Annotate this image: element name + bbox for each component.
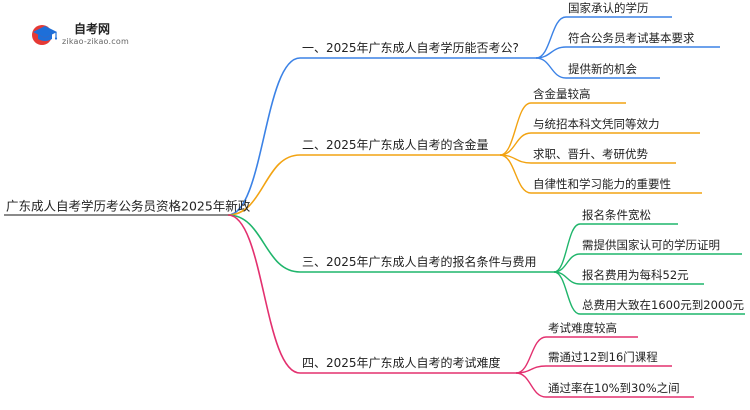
- branch-3-subtopic-4[interactable]: 总费用大致在1600元到2000元: [582, 298, 745, 312]
- branch-4-connector: [227, 214, 301, 374]
- branch-1-child-3-connector: [535, 57, 567, 79]
- branch-3-subtopic-3[interactable]: 报名费用为每科52元: [582, 268, 689, 282]
- branch-1-subtopic-3[interactable]: 提供新的机会: [568, 62, 637, 76]
- mind-map-nodes: 广东成人自考学历考公务员资格2025年新政 一、2025年广东成人自考学历能否考…: [4, 1, 745, 395]
- branch-3-child-1-connector: [553, 223, 581, 273]
- root-topic: 广东成人自考学历考公务员资格2025年新政: [6, 199, 251, 214]
- branch-2-child-4-connector: [499, 154, 532, 194]
- branch-3-subtopic-2[interactable]: 需提供国家认可的学历证明: [582, 238, 720, 252]
- branch-1-topic[interactable]: 一、2025年广东成人自考学历能否考公?: [302, 40, 519, 55]
- brand-url: zikao-zikao.com: [62, 37, 129, 46]
- branch-3-child-4-connector: [553, 271, 581, 315]
- branch-1-subtopic-1[interactable]: 国家承认的学历: [568, 1, 649, 15]
- mind-map-links: [227, 16, 745, 398]
- branch-2-child-2-connector: [499, 132, 532, 156]
- branch-3-subtopic-1[interactable]: 报名条件宽松: [582, 208, 651, 222]
- branch-4-subtopic-2[interactable]: 需通过12到16门课程: [548, 350, 658, 364]
- graduation-cap-icon: [32, 25, 58, 45]
- branch-2-connector: [227, 154, 301, 216]
- branch-2-subtopic-3[interactable]: 求职、晋升、考研优势: [533, 147, 648, 161]
- branch-2-topic[interactable]: 二、2025年广东成人自考的含金量: [302, 137, 489, 152]
- branch-1-child-1-connector: [535, 16, 567, 59]
- branch-1-connector: [227, 57, 301, 216]
- branch-3-connector: [227, 214, 301, 273]
- branch-4-subtopic-1[interactable]: 考试难度较高: [548, 321, 617, 335]
- branch-2-child-1-connector: [499, 102, 532, 156]
- branch-1-subtopic-2[interactable]: 符合公务员考试基本要求: [568, 31, 695, 45]
- branch-4-subtopic-3[interactable]: 通过率在10%到30%之间: [548, 381, 680, 395]
- branch-2-subtopic-2[interactable]: 与统招本科文凭同等效力: [533, 117, 660, 131]
- branch-2-subtopic-1[interactable]: 含金量较高: [533, 87, 591, 101]
- brand-name: 自考网: [74, 22, 111, 36]
- branch-4-child-3-connector: [515, 372, 547, 398]
- branch-3-topic[interactable]: 三、2025年广东成人自考的报名条件与费用: [302, 254, 537, 269]
- branch-2-subtopic-4[interactable]: 自律性和学习能力的重要性: [533, 177, 671, 191]
- branch-4-topic[interactable]: 四、2025年广东成人自考的考试难度: [302, 355, 501, 370]
- branch-4-child-1-connector: [515, 336, 547, 374]
- branch-3-child-2-connector: [553, 253, 581, 273]
- brand-logo[interactable]: 自考网 zikao-zikao.com: [30, 18, 150, 52]
